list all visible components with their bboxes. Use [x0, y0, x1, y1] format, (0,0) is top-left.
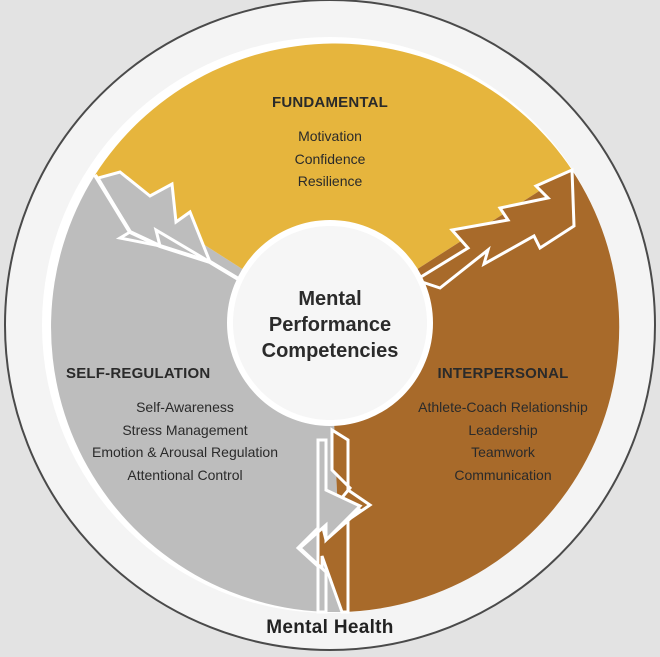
interpersonal-item: Athlete-Coach Relationship: [418, 399, 588, 415]
self-regulation-item: Self-Awareness: [136, 399, 234, 415]
arrow-boundary-left: [95, 170, 214, 266]
self-regulation-items: Self-Awareness Stress Management Emotion…: [60, 396, 310, 486]
self-regulation-item: Stress Management: [122, 421, 248, 438]
fundamental-item: Resilience: [297, 173, 363, 189]
self-regulation-item: Emotion & Arousal Regulation: [92, 444, 278, 460]
center-label-line: Competencies: [261, 340, 399, 362]
interpersonal-items: Athlete-Coach Relationship Leadership Te…: [398, 396, 608, 486]
center-label-line: Mental: [298, 288, 362, 310]
fundamental-title: FUNDAMENTAL: [271, 94, 389, 111]
arrow-white-divider-left: [93, 173, 247, 285]
center-label: Mental Performance Competencies: [240, 286, 420, 364]
fundamental-item: Motivation: [298, 128, 362, 144]
fundamental-group: FUNDAMENTAL Motivation Confidence Resili…: [220, 94, 440, 193]
fundamental-items: Motivation Confidence Resilience: [220, 125, 440, 193]
self-regulation-item: Attentional Control: [127, 466, 243, 483]
interpersonal-group: INTERPERSONAL Athlete-Coach Relationship…: [398, 365, 608, 486]
self-regulation-group: SELF-REGULATION Self-Awareness Stress Ma…: [60, 365, 310, 486]
self-regulation-sector: [51, 175, 342, 613]
interpersonal-item: Teamwork: [471, 444, 535, 460]
interpersonal-title: INTERPERSONAL: [437, 365, 569, 382]
center-circle-fill: [233, 226, 427, 420]
center-label-line: Performance: [268, 314, 392, 336]
outer-ring-label: Mental Health: [266, 617, 394, 638]
fundamental-item: Confidence: [294, 150, 366, 167]
arrow-grey-bottom: [297, 438, 363, 614]
fundamental-sector: [95, 43, 572, 326]
self-regulation-title: SELF-REGULATION: [66, 365, 211, 382]
interpersonal-item: Communication: [454, 466, 552, 483]
interpersonal-item: Leadership: [468, 421, 538, 438]
